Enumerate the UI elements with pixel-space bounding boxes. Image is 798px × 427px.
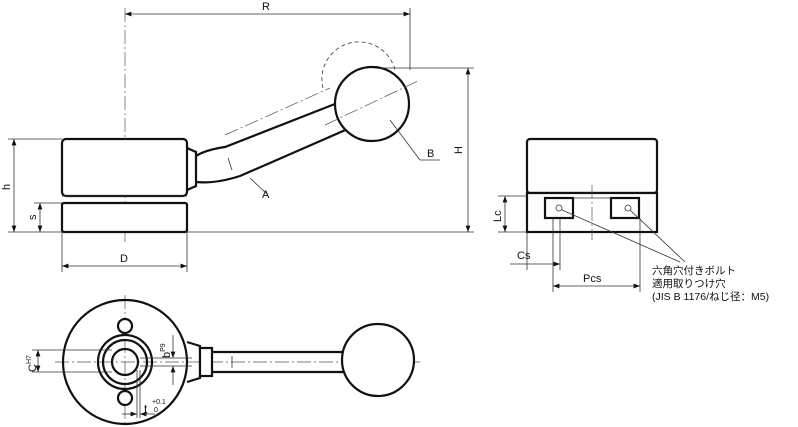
label-Cs: Cs — [517, 250, 531, 262]
label-t-tol-lower: 0 — [154, 407, 158, 414]
label-D: D — [120, 253, 128, 265]
label-s: s — [27, 214, 39, 220]
label-Lc: Lc — [492, 210, 504, 222]
label-Pcs: Pcs — [583, 273, 602, 285]
label-H: H — [453, 146, 465, 154]
side-view: Lc Cs Pcs 六角穴付きボルト 適用取りつけ穴 (JIS B 1176/ね… — [492, 137, 769, 303]
front-view: R H B A h s D — [1, 1, 474, 272]
note-line-2: 適用取りつけ穴 — [652, 277, 726, 290]
top-view: CH7 bP9 t +0.1 0 — [26, 295, 420, 427]
label-B: B — [427, 148, 434, 160]
note-line-1: 六角穴付きボルト — [652, 264, 736, 277]
label-t-tol-upper: +0.1 — [152, 399, 166, 406]
label-h: h — [1, 184, 13, 190]
label-b: bP9 — [160, 343, 173, 358]
note-line-3: (JIS B 1176/ねじ径：M5) — [652, 290, 769, 303]
label-R: R — [262, 1, 270, 13]
label-t: t — [144, 402, 148, 416]
label-C: CH7 — [26, 355, 39, 372]
label-A: A — [262, 189, 270, 201]
